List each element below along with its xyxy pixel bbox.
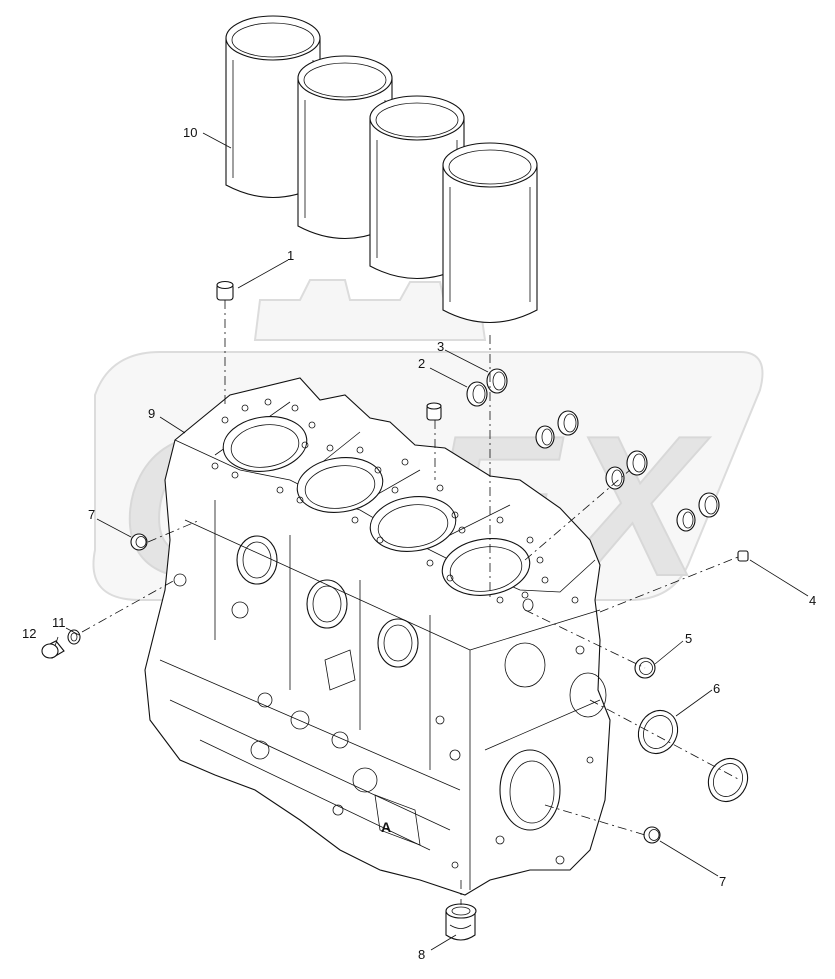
callout-7-right: 7 xyxy=(719,874,726,889)
cylinder-block: A xyxy=(144,377,611,896)
expansion-plugs xyxy=(466,368,720,532)
callout-4: 4 xyxy=(809,593,816,608)
callout-12: 12 xyxy=(22,626,36,641)
leader-lines xyxy=(54,132,809,951)
plug-side xyxy=(737,550,749,562)
callout-1: 1 xyxy=(287,248,294,263)
callout-labels: 10 1 3 2 9 7 4 5 11 12 6 7 8 xyxy=(22,125,816,962)
dowel-pin-top xyxy=(216,280,234,301)
callout-10: 10 xyxy=(183,125,197,140)
callout-3: 3 xyxy=(437,339,444,354)
callout-2: 2 xyxy=(418,356,425,371)
plug-left xyxy=(130,533,148,551)
callout-7-left: 7 xyxy=(88,507,95,522)
drain-plug xyxy=(41,640,65,659)
plug-lower-right xyxy=(643,826,661,844)
cylinder-liners xyxy=(225,15,538,323)
block-mark-A: A xyxy=(381,819,391,835)
cover-plate-2 xyxy=(707,757,749,803)
callout-5: 5 xyxy=(685,631,692,646)
assembly-lines xyxy=(81,300,741,905)
callout-11: 11 xyxy=(52,615,66,630)
callout-8: 8 xyxy=(418,947,425,962)
small-parts xyxy=(41,280,749,941)
liner-4 xyxy=(442,142,538,323)
bushing-bottom xyxy=(445,903,477,941)
callout-6: 6 xyxy=(713,681,720,696)
callout-9: 9 xyxy=(148,406,155,421)
dowel-pin-middle xyxy=(426,402,442,421)
cover-plate-1 xyxy=(637,709,679,755)
